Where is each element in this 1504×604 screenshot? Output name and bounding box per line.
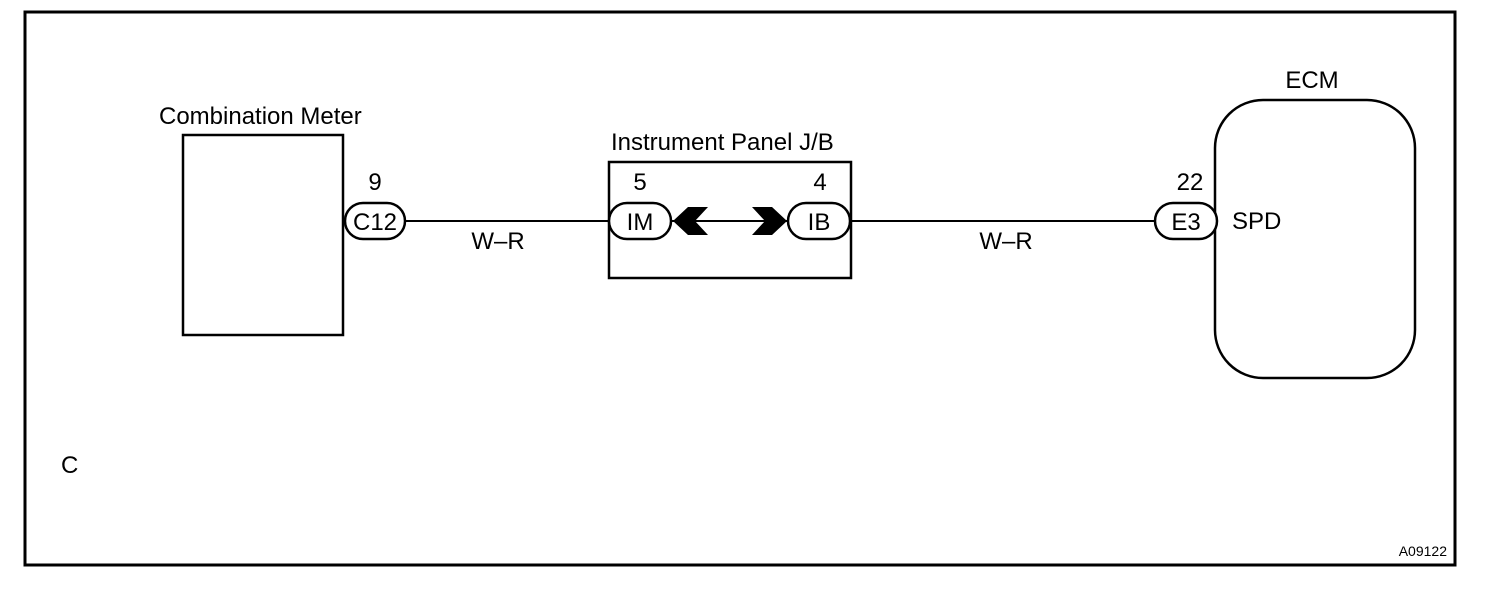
- diagram-frame: [23, 10, 1457, 567]
- e3-connector-code: E3: [1171, 209, 1200, 236]
- wire-left-color-code: W–R: [471, 228, 524, 255]
- e3-connector: [1153, 201, 1219, 241]
- c12-connector-code: C12: [353, 209, 397, 236]
- c12-pin-number: 9: [368, 169, 381, 196]
- im-connector: [607, 201, 673, 241]
- im-junction-marker-icon: [673, 207, 708, 235]
- ecm-terminal-label: SPD: [1232, 208, 1281, 235]
- ib-pin-number: 4: [813, 169, 826, 196]
- ecm-label: ECM: [1285, 67, 1338, 94]
- ib-connector-code: IB: [808, 209, 831, 236]
- combination-meter-box: [181, 133, 345, 337]
- instrument-panel-jb-label: Instrument Panel J/B: [611, 129, 834, 156]
- combination-meter-label: Combination Meter: [159, 103, 362, 130]
- im-pin-number: 5: [633, 169, 646, 196]
- e3-pin-number: 22: [1177, 169, 1204, 196]
- section-letter: C: [61, 452, 78, 479]
- ecm-box: [1213, 98, 1417, 380]
- im-connector-code: IM: [627, 209, 654, 236]
- wire-right-color-code: W–R: [979, 228, 1032, 255]
- ib-junction-marker-icon: [752, 207, 787, 235]
- figure-id: A09122: [1399, 543, 1447, 559]
